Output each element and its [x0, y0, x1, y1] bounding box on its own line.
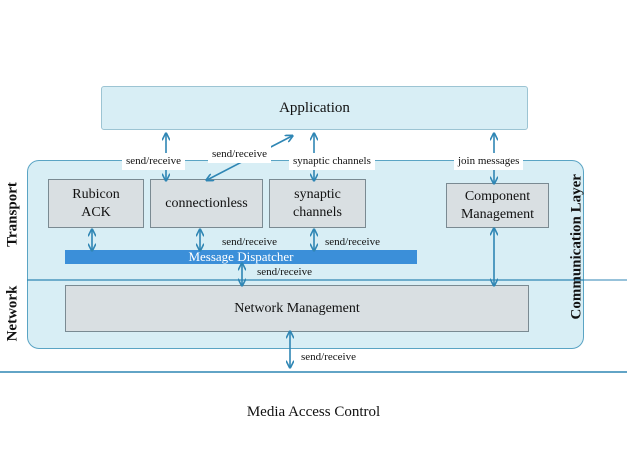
- rubicon-ack-box: Rubicon ACK: [48, 179, 144, 228]
- network-layer-label: Network: [4, 285, 21, 342]
- network-management-box: Network Management: [65, 285, 529, 332]
- label-send-receive-bottom: send/receive: [301, 351, 356, 363]
- synaptic-channels-box: synaptic channels: [269, 179, 366, 228]
- label-send-receive-dispatcher: send/receive: [257, 266, 312, 278]
- label-send-receive-synaptic: send/receive: [325, 236, 380, 248]
- transport-layer-label: Transport: [4, 182, 21, 247]
- application-label: Application: [279, 99, 350, 116]
- connectionless-box: connectionless: [150, 179, 263, 228]
- message-dispatcher-bar: Message Dispatcher: [65, 250, 417, 264]
- message-dispatcher-label: Message Dispatcher: [188, 249, 294, 264]
- media-access-control-label: Media Access Control: [246, 404, 381, 420]
- label-send-receive-diagonal: send/receive: [208, 146, 271, 163]
- component-management-box: Component Management: [446, 183, 549, 228]
- communication-layer-label: Communication Layer: [568, 174, 585, 320]
- application-box: Application: [101, 86, 528, 130]
- label-synaptic-channels-top: synaptic channels: [289, 153, 375, 170]
- label-send-receive-conless: send/receive: [222, 236, 277, 248]
- label-send-receive-top-left: send/receive: [122, 153, 185, 170]
- label-join-messages: join messages: [454, 153, 524, 170]
